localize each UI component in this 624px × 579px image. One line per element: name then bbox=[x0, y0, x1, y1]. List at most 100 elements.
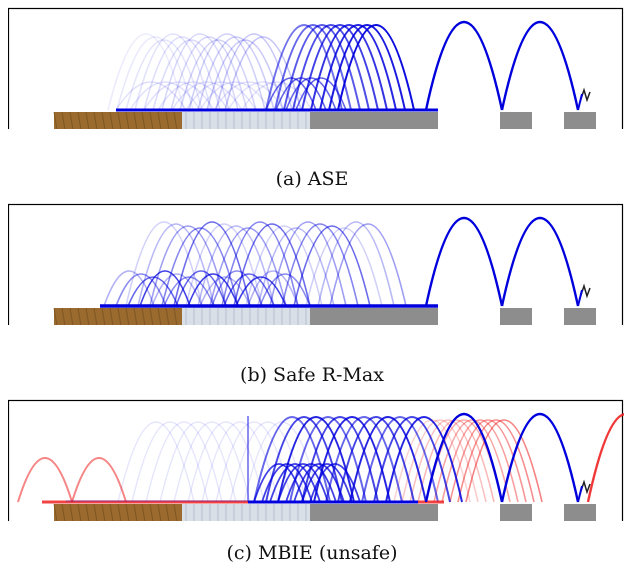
dirt-texture bbox=[125, 307, 130, 325]
dirt-texture bbox=[117, 307, 122, 325]
trajectory-arc bbox=[143, 36, 221, 111]
trajectory-arc bbox=[283, 24, 361, 111]
trajectory-arc bbox=[145, 421, 223, 503]
dirt-texture bbox=[173, 307, 178, 325]
ice-block bbox=[182, 308, 310, 325]
unsafe-trajectory-arc bbox=[586, 413, 624, 503]
trajectory-arc bbox=[424, 413, 504, 503]
trajectory-arc bbox=[245, 225, 323, 307]
trajectory-arc bbox=[310, 24, 388, 111]
trajectory-arc bbox=[265, 24, 343, 111]
trajectory-arc bbox=[277, 463, 329, 503]
trajectory-arc bbox=[577, 289, 583, 307]
trajectory-arc bbox=[116, 36, 194, 111]
trajectory-arc bbox=[577, 485, 583, 503]
dirt-texture bbox=[157, 307, 162, 325]
dirt-texture bbox=[85, 307, 90, 325]
trajectory-arc bbox=[261, 463, 313, 503]
trajectory-arc bbox=[285, 77, 337, 111]
trajectory-arc bbox=[127, 276, 179, 307]
trajectory-arc bbox=[373, 416, 451, 503]
trajectory-arc bbox=[285, 463, 337, 503]
trajectory-arc bbox=[319, 24, 397, 111]
trajectory-arc bbox=[259, 273, 311, 307]
ice-block bbox=[182, 112, 310, 129]
dirt-texture bbox=[53, 111, 58, 129]
trajectory-arc bbox=[301, 463, 353, 503]
unsafe-trajectory-arc bbox=[401, 419, 479, 503]
trajectory-arc bbox=[117, 421, 195, 503]
trajectory-arc bbox=[274, 24, 352, 111]
trajectory-arc bbox=[137, 223, 215, 307]
dirt-block bbox=[54, 308, 182, 325]
dirt-texture bbox=[93, 111, 98, 129]
dirt-block bbox=[54, 112, 182, 129]
trajectory-arc bbox=[293, 463, 345, 503]
dirt-texture bbox=[141, 307, 146, 325]
trajectory-arc bbox=[201, 421, 279, 503]
trajectory-arc bbox=[185, 223, 263, 307]
trajectory-arc bbox=[293, 225, 371, 307]
dirt-texture bbox=[117, 503, 122, 521]
trajectory-arc bbox=[185, 81, 257, 111]
trajectory-arc bbox=[161, 227, 239, 307]
caption-ase: (a) ASE bbox=[275, 168, 349, 190]
dirt-block bbox=[54, 504, 182, 521]
stone-block bbox=[310, 112, 438, 129]
unsafe-trajectory-arc bbox=[17, 457, 73, 503]
trajectory-arc bbox=[385, 416, 463, 503]
trajectory-arc bbox=[159, 421, 237, 503]
trajectory-arc bbox=[143, 81, 215, 111]
trajectory-arc bbox=[131, 421, 209, 503]
stone-pillar bbox=[564, 504, 596, 521]
unsafe-trajectory-arc bbox=[449, 419, 527, 503]
trajectory-arc bbox=[265, 77, 317, 111]
trajectory-arc bbox=[221, 221, 299, 307]
trajectory-arc bbox=[188, 33, 266, 111]
dirt-texture bbox=[101, 307, 106, 325]
stone-block bbox=[310, 504, 438, 521]
trajectory-arc bbox=[173, 421, 251, 503]
unsafe-trajectory-arc bbox=[457, 419, 535, 503]
dirt-texture bbox=[85, 503, 90, 521]
dirt-texture bbox=[141, 111, 146, 129]
trajectory-arc bbox=[197, 225, 275, 307]
trajectory-arc bbox=[337, 24, 415, 111]
dirt-texture bbox=[77, 307, 82, 325]
unsafe-trajectory-arc bbox=[409, 419, 487, 503]
dirt-texture bbox=[149, 111, 154, 129]
dirt-texture bbox=[117, 111, 122, 129]
trajectory-arc bbox=[269, 463, 321, 503]
dirt-texture bbox=[173, 503, 178, 521]
trajectory-arc bbox=[199, 81, 271, 111]
dirt-texture bbox=[77, 503, 82, 521]
unsafe-trajectory-arc bbox=[441, 419, 519, 503]
ice-block bbox=[182, 504, 310, 521]
trajectory-arc bbox=[187, 273, 239, 307]
trajectory-arc bbox=[170, 36, 248, 111]
trajectory-arc bbox=[125, 221, 203, 307]
panel-safe-rmax bbox=[8, 196, 624, 325]
trajectory-arc bbox=[295, 77, 347, 111]
dirt-texture bbox=[173, 111, 178, 129]
unsafe-trajectory-arc bbox=[433, 419, 511, 503]
unsafe-trajectory-arc bbox=[465, 419, 543, 503]
dirt-texture bbox=[109, 503, 114, 521]
trajectory-arc bbox=[103, 270, 155, 307]
trajectory-arc bbox=[161, 33, 239, 111]
trajectory-arc bbox=[500, 413, 580, 503]
dirt-texture bbox=[141, 503, 146, 521]
trajectory-arc bbox=[337, 416, 415, 503]
trajectory-arc bbox=[233, 223, 311, 307]
trajectory-arc bbox=[235, 276, 287, 307]
unsafe-trajectory-arc bbox=[417, 419, 495, 503]
trajectory-arc bbox=[500, 21, 580, 111]
stone-pillar bbox=[500, 308, 532, 325]
caption-safe-rmax: (b) Safe R-Max bbox=[240, 364, 384, 386]
trajectory-arc bbox=[187, 421, 265, 503]
trajectory-arc bbox=[197, 36, 275, 111]
trajectory-arc bbox=[115, 273, 167, 307]
trajectory-arc bbox=[134, 33, 212, 111]
panel-safe-rmax-plot bbox=[8, 203, 624, 325]
unsafe-trajectory-arc bbox=[71, 457, 127, 503]
